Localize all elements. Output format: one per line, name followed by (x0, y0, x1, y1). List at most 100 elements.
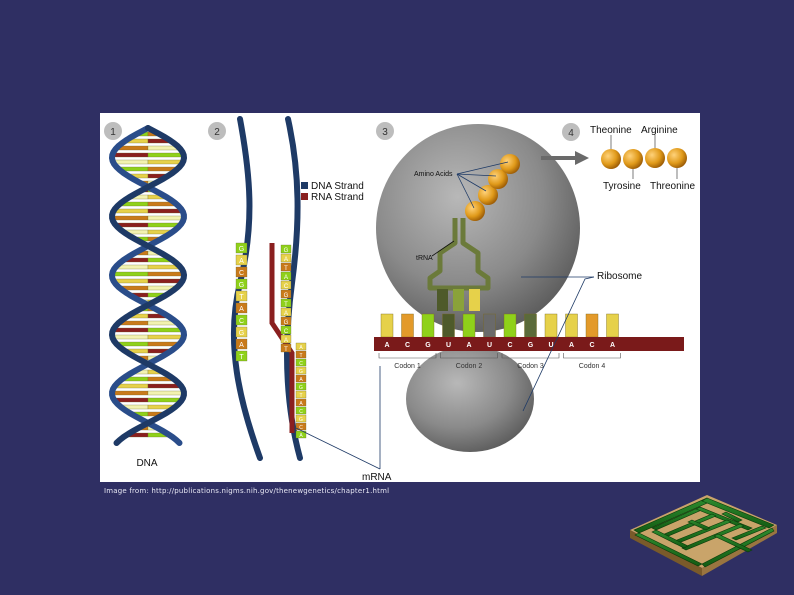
panel-number-3-text: 3 (382, 127, 388, 138)
trna-pointer-line (431, 240, 455, 257)
mrna-base-pegs (380, 313, 619, 338)
strand-base-letter: C (239, 318, 244, 325)
trna-anticodon-blocks (437, 289, 480, 311)
rna-base-block (295, 382, 307, 391)
strand-base-block (235, 254, 248, 266)
dna-base-letter: T (284, 266, 288, 272)
codon-label: Codon 1 (394, 363, 421, 370)
strand-base-block (235, 326, 248, 338)
rna-base-letter: C (299, 409, 303, 415)
dna-base-letter: A (284, 257, 288, 263)
rna-base-letter: A (299, 433, 303, 439)
rna-base-block (295, 342, 307, 351)
rna-base-block (295, 374, 307, 383)
mrna-base-peg (544, 313, 558, 338)
mrna-base-peg (524, 313, 537, 338)
mrna-label: mRNA (362, 472, 392, 482)
mrna-base-letter: G (425, 342, 431, 349)
dna-base-block (280, 271, 292, 281)
strand-base-letter: A (239, 342, 244, 349)
protein-label-threonine: Threonine (650, 181, 695, 192)
rna-base-block (295, 406, 307, 415)
trna-label: tRNA (416, 255, 433, 262)
image-source-caption: Image from: http://publications.nigms.ni… (104, 487, 390, 495)
helix-base-pair (112, 327, 149, 333)
helix-base-pair (111, 390, 149, 396)
panel-number-4-text: 4 (568, 128, 574, 139)
ribosome-pointer-lines (521, 276, 595, 412)
rna-strand-swatch (301, 193, 308, 200)
rna-base-letter: T (299, 353, 302, 359)
green-maze-icon (630, 495, 777, 576)
codon-bracket (563, 353, 621, 359)
strand-base-block (235, 266, 248, 278)
panel-number-2-text: 2 (214, 127, 220, 138)
mrna-base-peg (401, 313, 414, 338)
rna-base-block (295, 390, 307, 399)
ribosome (376, 124, 580, 452)
mrna-base-letter: U (548, 342, 553, 349)
strand-base-letter: G (239, 330, 244, 337)
dna-base-block (280, 280, 292, 290)
trna-molecule (427, 218, 491, 291)
ribosome-large-subunit (376, 124, 580, 332)
dna-base-block (280, 289, 292, 299)
panel-number-1: 1 (104, 122, 122, 140)
strand-base-block (235, 350, 248, 362)
panel-number-4: 4 (562, 123, 580, 141)
helix-base-pair (147, 215, 185, 221)
dna-base-letter: A (284, 275, 288, 281)
dna-base-letter: G (284, 293, 289, 299)
mrna-strip (374, 337, 684, 351)
strand-base-letter: T (239, 294, 244, 301)
panel-number-3: 3 (376, 122, 394, 140)
dna-base-block (280, 325, 292, 335)
protein-label-arginine: Arginine (641, 125, 678, 136)
mrna-pointer-lines (295, 366, 381, 470)
rna-base-letter: A (299, 401, 303, 407)
rna-base-letter: C (299, 425, 303, 431)
strand-base-block (235, 278, 248, 290)
helix-base-pair (112, 152, 149, 158)
helix-base-pair (147, 208, 183, 214)
rna-base-block (295, 430, 307, 439)
helix-base-pair (113, 397, 149, 403)
helix-backbone-strand (108, 125, 188, 446)
codon-label: Codon 4 (579, 363, 606, 370)
helix-base-pair (111, 271, 149, 277)
dna-base-block (280, 334, 292, 344)
codon-bracket (501, 353, 560, 359)
helix-base-pair (113, 278, 149, 284)
helix-base-pair (112, 334, 149, 340)
amino-acid-pointer-lines (456, 161, 509, 209)
mrna-base-peg (462, 313, 476, 338)
dna-strand-swatch (301, 182, 308, 189)
protein-chain (601, 148, 687, 169)
rna-base-block (295, 366, 307, 375)
mrna-base-peg (606, 313, 619, 338)
mrna-base-letter: A (569, 342, 574, 349)
helix-base-pair (147, 159, 184, 165)
helix-base-pair (147, 390, 185, 396)
dna-base-block (280, 298, 292, 308)
strand-base-letter: G (239, 246, 244, 253)
amino-acid-chain (465, 154, 520, 221)
rna-base-block (295, 358, 307, 367)
mrna-base-letter: A (610, 342, 615, 349)
rna-base-letter: G (299, 417, 303, 423)
panel-number-2: 2 (208, 122, 226, 140)
rna-base-letter: T (299, 393, 302, 399)
arrow-to-protein (541, 151, 589, 165)
mrna-base-peg (503, 313, 517, 338)
mrna-base-peg (442, 313, 455, 338)
strand-base-letter: C (239, 270, 244, 277)
mrna-base-letter: C (507, 342, 512, 349)
dna-base-letter: T (284, 347, 288, 353)
dna-base-block (280, 262, 292, 272)
helix-base-pair (112, 159, 149, 165)
rna-base-block (295, 414, 307, 423)
dna-base-letter: C (284, 284, 289, 290)
